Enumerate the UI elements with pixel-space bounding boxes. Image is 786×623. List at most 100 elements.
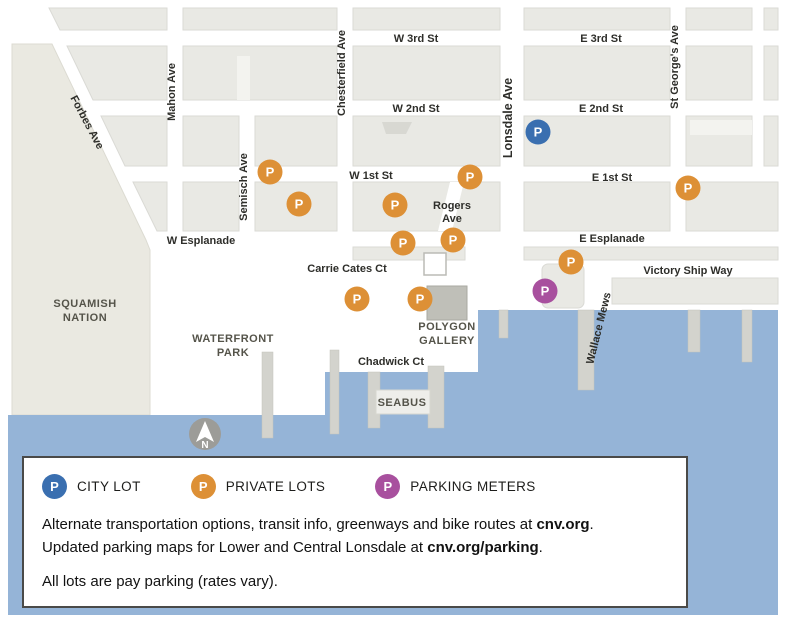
street-label-e3rd: E 3rd St bbox=[580, 33, 622, 45]
note-text: Updated parking maps for Lower and Centr… bbox=[42, 538, 428, 556]
polygon-gallery-building bbox=[426, 285, 468, 321]
city-block bbox=[523, 115, 671, 167]
street-label-victory: Victory Ship Way bbox=[643, 265, 733, 277]
city-block bbox=[763, 115, 779, 167]
city-block bbox=[685, 7, 753, 31]
street-label-e2nd: E 2nd St bbox=[579, 103, 623, 115]
note-text: . bbox=[589, 516, 594, 533]
marker-letter: P bbox=[449, 233, 458, 248]
city-block bbox=[182, 45, 338, 101]
building-footprint bbox=[423, 252, 447, 276]
pier bbox=[329, 349, 340, 435]
street-label-eesplanade: E Esplanade bbox=[579, 233, 644, 245]
marker-letter: P bbox=[416, 292, 425, 307]
city-block bbox=[352, 45, 501, 101]
private-marker bbox=[457, 164, 483, 190]
note-transportation: Alternate transportation options, transi… bbox=[42, 514, 668, 537]
city-block bbox=[66, 45, 168, 101]
street-label-chesterfield: Chesterfield Ave bbox=[336, 30, 348, 116]
marker-letter: P bbox=[266, 165, 275, 180]
city-block bbox=[182, 7, 338, 31]
private-marker bbox=[257, 159, 283, 185]
pier bbox=[577, 309, 595, 391]
area-labels: SQUAMISH NATION WATERFRONT PARK POLYGON … bbox=[53, 298, 475, 409]
area-label-seabus: SEABUS bbox=[378, 397, 427, 409]
street-label-semisch: Semisch Ave bbox=[238, 153, 250, 221]
parking-meter-marker-icon: P bbox=[375, 474, 401, 499]
building-shape bbox=[382, 122, 412, 134]
city-blocks-layer bbox=[48, 7, 779, 309]
private-marker bbox=[390, 230, 416, 256]
city-block bbox=[523, 7, 671, 31]
city-block bbox=[100, 115, 168, 167]
marker-letter: P bbox=[567, 255, 576, 270]
legend-notes: Alternate transportation options, transi… bbox=[42, 514, 668, 559]
legend-panel: P CITY LOT P PRIVATE LOTS P PARKING METE… bbox=[22, 456, 688, 608]
area-label-polygon-1: POLYGON bbox=[418, 321, 476, 333]
private-marker bbox=[440, 227, 466, 253]
city-block bbox=[523, 246, 779, 261]
street-label-e1st: E 1st St bbox=[592, 172, 633, 184]
north-arrow-icon bbox=[196, 421, 214, 442]
cnv-org-link: cnv.org bbox=[536, 516, 590, 533]
rogers-ave-street bbox=[438, 182, 464, 231]
private-marker bbox=[382, 192, 408, 218]
building-decorations bbox=[237, 56, 752, 276]
street-label-lonsdale: Lonsdale Ave bbox=[501, 78, 515, 158]
city-block bbox=[523, 45, 671, 101]
street-label-stgeorges: St George's Ave bbox=[669, 25, 681, 109]
marker-letter: P bbox=[541, 284, 550, 299]
compass: N bbox=[189, 418, 221, 451]
pier bbox=[498, 309, 509, 339]
city-lot-marker-icon: P bbox=[42, 474, 67, 499]
note-text: . bbox=[538, 538, 543, 556]
pier bbox=[741, 309, 753, 363]
street-label-wesplanade: W Esplanade bbox=[167, 235, 235, 247]
street-label-w1st: W 1st St bbox=[349, 170, 393, 182]
note-parking-maps: Updated parking maps for Lower and Centr… bbox=[42, 537, 668, 560]
city-block bbox=[182, 115, 240, 167]
private-lots-label: PRIVATE LOTS bbox=[225, 479, 326, 494]
marker-letter: P bbox=[353, 292, 362, 307]
city-block bbox=[763, 7, 779, 31]
marker-letter: P bbox=[399, 236, 408, 251]
area-label-waterfront-2: PARK bbox=[217, 347, 249, 359]
piers-layer bbox=[261, 309, 753, 439]
street-label-chadwick: Chadwick Ct bbox=[358, 356, 424, 368]
area-label-squamish-1: SQUAMISH bbox=[53, 298, 116, 310]
city-lot-label: CITY LOT bbox=[77, 479, 141, 494]
note-pay-parking: All lots are pay parking (rates vary). bbox=[42, 573, 278, 590]
marker-letter: P bbox=[383, 479, 393, 494]
street-label-carrie-cates: Carrie Cates Ct bbox=[307, 263, 387, 275]
compass-n-label: N bbox=[201, 440, 208, 451]
private-marker bbox=[558, 249, 584, 275]
private-marker bbox=[344, 286, 370, 312]
marker-letter: P bbox=[534, 125, 543, 140]
seabus-platform bbox=[375, 389, 431, 415]
marker-letter: P bbox=[198, 479, 208, 494]
legend-row: P CITY LOT P PRIVATE LOTS P PARKING METE… bbox=[42, 474, 668, 499]
marker-letter: P bbox=[50, 479, 59, 494]
parking-meters-label: PARKING METERS bbox=[410, 479, 536, 494]
private-marker bbox=[675, 175, 701, 201]
city-block bbox=[352, 181, 501, 232]
marker-letter: P bbox=[391, 198, 400, 213]
street-label-rogers-1: Rogers bbox=[433, 200, 471, 212]
area-label-polygon-2: GALLERY bbox=[419, 335, 475, 347]
city-block bbox=[685, 45, 753, 101]
building-shape bbox=[237, 56, 250, 100]
city-block bbox=[352, 115, 501, 167]
meter-marker bbox=[532, 278, 558, 304]
cnv-org-parking-link: cnv.org/parking bbox=[427, 538, 539, 556]
area-label-waterfront-1: WATERFRONT bbox=[192, 333, 274, 345]
marker-letter: P bbox=[295, 197, 304, 212]
area-label-squamish-2: NATION bbox=[63, 312, 107, 324]
city-block bbox=[523, 181, 671, 232]
street-label-rogers-2: Ave bbox=[442, 213, 462, 225]
city-block bbox=[182, 181, 240, 232]
building-shape bbox=[690, 120, 752, 135]
street-label-w2nd: W 2nd St bbox=[392, 103, 439, 115]
pier bbox=[261, 351, 274, 439]
